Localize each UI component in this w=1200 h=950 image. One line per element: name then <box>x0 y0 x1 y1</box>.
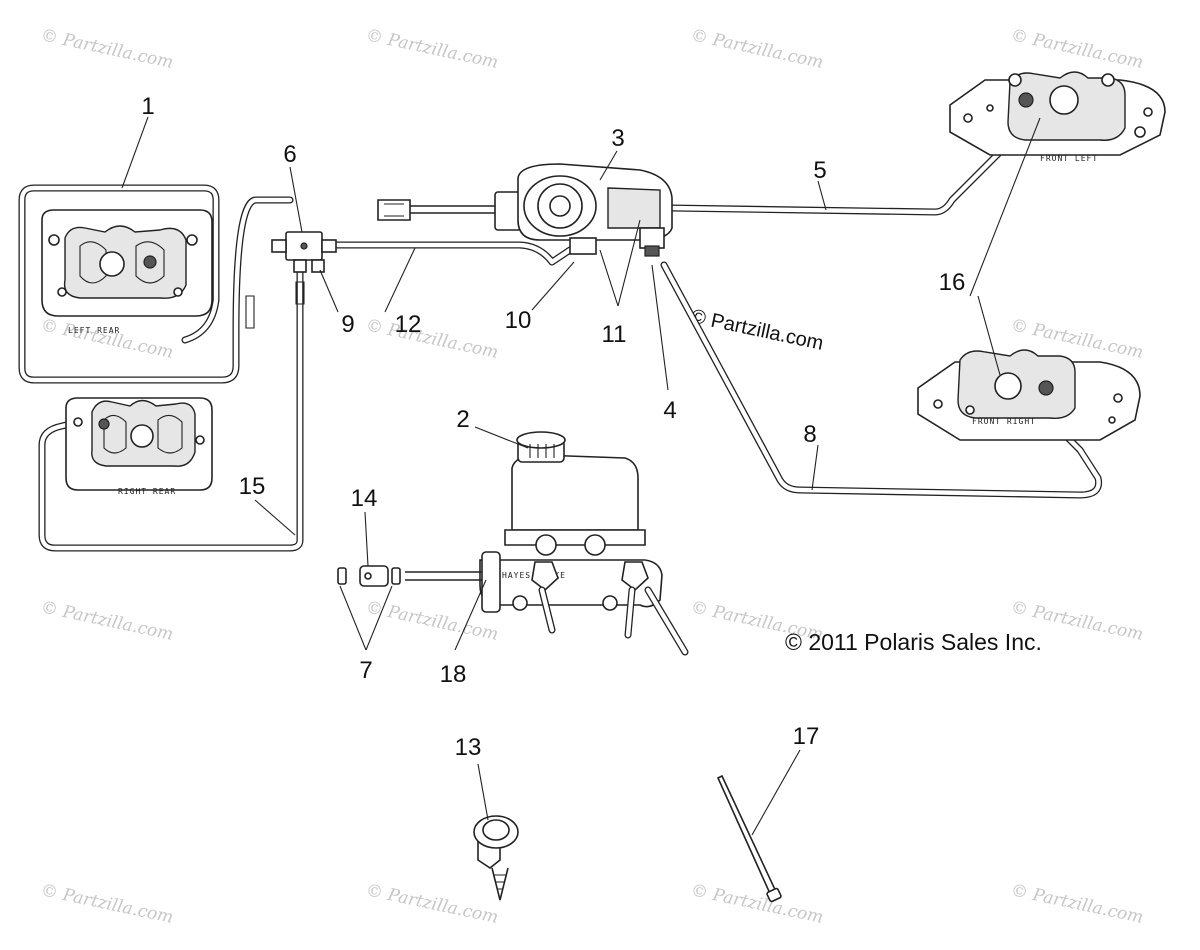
watermark: © Partzilla.com <box>39 25 175 73</box>
watermark: © Partzilla.com <box>689 25 825 73</box>
callout-4: 4 <box>663 397 676 424</box>
caliper-front-right: FRONT RIGHT <box>917 349 1141 441</box>
master-cylinder: HAYES BRAKE <box>405 431 689 656</box>
brake-tee-block <box>271 231 337 273</box>
cable-tie <box>716 774 782 903</box>
callout-15: 15 <box>239 473 266 500</box>
callout-10: 10 <box>505 307 532 334</box>
leader-lines <box>121 116 1041 836</box>
caliper-front-left: FRONT LEFT <box>949 71 1166 163</box>
watermark: © Partzilla.com <box>364 315 500 363</box>
proportioning-valve-assembly <box>377 163 673 257</box>
watermark: © Partzilla.com <box>39 315 175 363</box>
brake-line-clip <box>473 815 519 901</box>
callout-8: 8 <box>803 421 816 448</box>
watermark: © Partzilla.com <box>364 880 500 928</box>
callout-11: 11 <box>602 321 627 348</box>
caliper-right-rear: RIGHT REAR <box>65 397 213 496</box>
caliper-label-front-right: FRONT RIGHT <box>972 417 1036 426</box>
callout-13: 13 <box>455 734 482 761</box>
brake-lines <box>18 118 1103 552</box>
watermark: © Partzilla.com <box>39 597 175 645</box>
callout-3: 3 <box>611 125 624 152</box>
callout-1: 1 <box>141 93 154 120</box>
callout-7: 7 <box>359 657 372 684</box>
callout-9: 9 <box>341 311 354 338</box>
callout-6: 6 <box>283 141 296 168</box>
caliper-left-rear: LEFT REAR <box>41 209 213 335</box>
watermark: © Partzilla.com <box>364 25 500 73</box>
callout-16: 16 <box>939 269 966 296</box>
callout-14: 14 <box>351 485 378 512</box>
caliper-label-right-rear: RIGHT REAR <box>118 487 176 496</box>
callout-numbers: 1 2 3 4 5 6 7 8 9 12 10 11 13 14 15 16 1… <box>141 93 965 761</box>
callout-2: 2 <box>456 406 469 433</box>
copyright-notice: © 2011 Polaris Sales Inc. <box>785 629 1042 655</box>
watermark: © Partzilla.com <box>1009 25 1145 73</box>
watermark: © Partzilla.com <box>689 880 825 928</box>
watermark: © Partzilla.com <box>39 880 175 928</box>
callout-12: 12 <box>395 311 422 338</box>
callout-18: 18 <box>440 661 467 688</box>
caliper-label-left-rear: LEFT REAR <box>68 326 120 335</box>
callout-5: 5 <box>813 157 826 184</box>
caliper-label-front-left: FRONT LEFT <box>1040 154 1098 163</box>
clevis-and-pins <box>337 565 401 587</box>
callout-17: 17 <box>793 723 820 750</box>
watermark: © Partzilla.com <box>1009 880 1145 928</box>
